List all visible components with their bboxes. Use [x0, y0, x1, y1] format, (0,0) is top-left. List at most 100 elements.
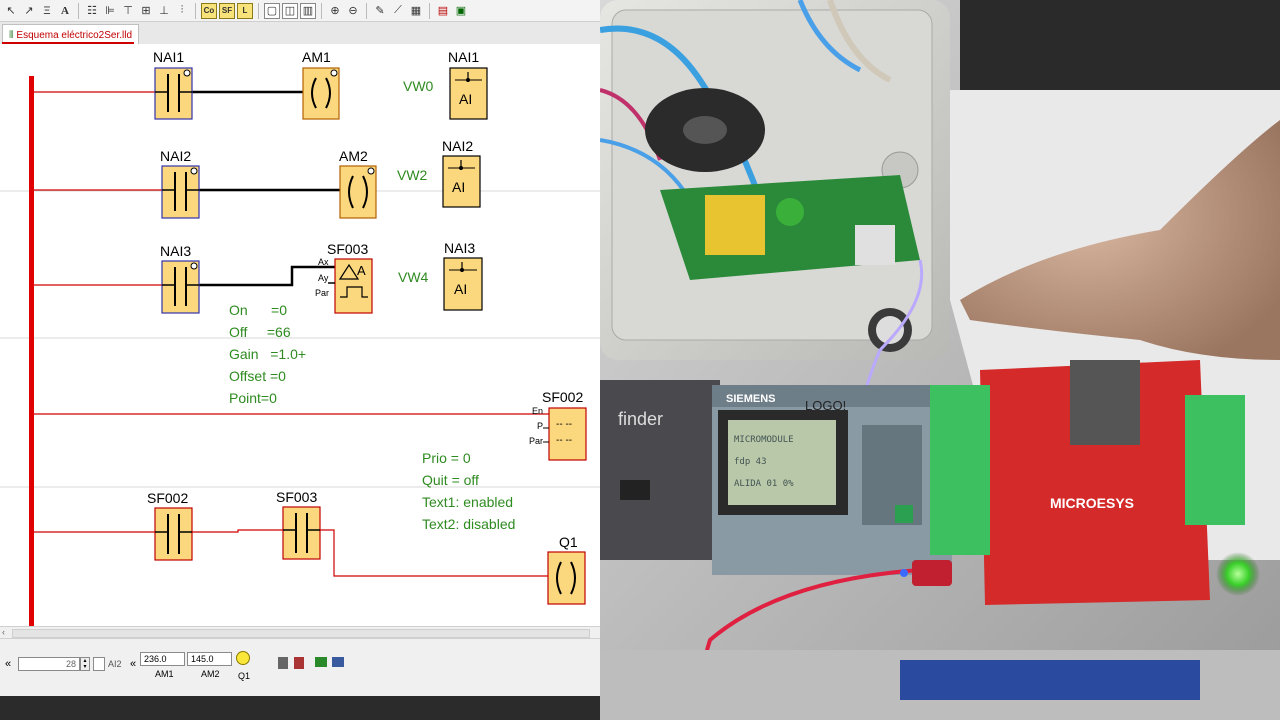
pin-par: Par [315, 288, 330, 298]
finder-label: finder [618, 409, 663, 429]
analog-input-nai1[interactable] [449, 67, 488, 120]
contact-label: NAI1 [153, 49, 185, 65]
horizontal-scrollbar[interactable]: ‹ [0, 626, 600, 639]
logo-soft-comfort-window: ↖ ↗ Ξ A ☷ ⊫ ⊤ ⊞ ⊥ ⫶ Co SF L ▢ ◫ ▥ ⊕ ⊖ ✎ … [0, 0, 600, 720]
list-icon[interactable] [332, 657, 344, 667]
wire-tool-icon[interactable]: ⟋ [394, 4, 402, 16]
microesys-label: MICROESYS [1050, 495, 1134, 511]
lcd-line-3: ALIDA 01 0% [734, 479, 794, 489]
l-block-icon[interactable]: L [237, 2, 253, 19]
ai-variable: VW2 [397, 167, 428, 183]
lcd-line-2: fdp 43 [734, 457, 767, 467]
q1-label: Q1 [238, 671, 251, 681]
lcd-line-1: MICROMODULE [734, 435, 794, 445]
sf003-param-offset: Offset =0 [229, 368, 286, 384]
contact-sf003[interactable] [282, 506, 321, 560]
pin-p: P [537, 421, 544, 431]
ai-block-label: NAI3 [444, 240, 476, 256]
sf002-display-line: -- -- [556, 435, 573, 446]
split-view-icon[interactable]: ▢ [264, 2, 280, 19]
align-top-icon[interactable]: ⊤ [123, 5, 133, 17]
simulation-toolbar: « 28 ▴▾ AI2 « 236.0 AM1 145.0 AM2 Q1 [0, 638, 600, 697]
sf002-param-text2: Text2: disabled [422, 516, 516, 532]
analog-input-nai2[interactable] [442, 155, 481, 208]
coil-q1[interactable] [547, 551, 586, 605]
hardware-camera-view: finder SIEMENS LOGO! MICROMODULE fdp 43 … [600, 0, 1280, 720]
am1-label: AM1 [155, 669, 174, 679]
ai-variable: VW4 [398, 269, 429, 285]
analog-slider-icon[interactable] [93, 657, 105, 671]
wire-active [199, 265, 335, 287]
align-center-icon[interactable]: ⊞ [141, 5, 151, 17]
align-bottom-icon[interactable]: ⊥ [159, 5, 169, 17]
stop-icon[interactable] [294, 657, 304, 669]
tab-diagram[interactable]: ⦀ Esquema eléctrico2Ser.lld [2, 24, 140, 45]
sf002-param-quit: Quit = off [422, 472, 479, 488]
sf-block-icon[interactable]: SF [219, 2, 235, 19]
align-icon[interactable]: ☷ [87, 5, 97, 17]
coil-am2[interactable] [339, 165, 377, 219]
zoom-in-icon[interactable]: ⊕ [330, 5, 340, 17]
record-icon[interactable] [278, 657, 288, 669]
table-icon[interactable] [315, 657, 327, 667]
contact-label: NAI3 [160, 243, 192, 259]
distribute-icon[interactable]: ⫶ [180, 4, 184, 16]
wire [320, 529, 548, 577]
pin-ay: Ay [318, 273, 329, 283]
align-left-icon[interactable]: ⊫ [105, 5, 115, 17]
ai-block-label: NAI1 [448, 49, 480, 65]
zoom-out-icon[interactable]: ⊖ [348, 5, 358, 17]
ladder-diagram-canvas[interactable]: NAI1 AM1 NAI1 VW0 AI NAI2 AM2 NAI2 VW2 A… [0, 44, 600, 626]
ai-block-text: AI [452, 179, 466, 195]
select-tool-icon[interactable]: ↖ [6, 5, 16, 17]
function-block-sf003[interactable] [328, 258, 373, 314]
coil-label: Q1 [559, 534, 578, 550]
contact-label: SF003 [276, 489, 318, 505]
coil-label: AM2 [339, 148, 368, 164]
scroll-left-icon[interactable]: ‹ [2, 627, 5, 637]
grid-icon[interactable]: ▦ [410, 5, 422, 17]
sf002-param-text1: Text1: enabled [422, 494, 514, 510]
analog-input-nai3[interactable] [443, 257, 483, 311]
hardware-photo: finder SIEMENS LOGO! MICROMODULE fdp 43 … [600, 0, 1280, 720]
sf002-display-line: -- -- [556, 419, 573, 430]
online-test-icon[interactable]: ▣ [455, 5, 467, 17]
coil-am1[interactable] [302, 67, 340, 120]
ladder-diagram [0, 67, 600, 626]
simulation-icon[interactable]: ▤ [437, 5, 449, 17]
pen-tool-icon[interactable]: ✎ [375, 5, 385, 17]
co-block-icon[interactable]: Co [201, 2, 217, 19]
connect-tool-icon[interactable]: ↗ [24, 5, 34, 17]
sf003-param-gain: Gain =1.0+ [229, 346, 307, 362]
taskbar-strip [0, 696, 600, 720]
split-horizontal-icon[interactable]: ◫ [282, 2, 298, 19]
wire [192, 529, 283, 533]
scrollbar-thumb[interactable] [12, 629, 590, 638]
block-label: SF003 [327, 241, 369, 257]
analog-value: 28 [65, 659, 76, 669]
contact-nai3[interactable] [161, 260, 200, 314]
sf003-param-on: On =0 [229, 302, 287, 318]
collapse-left-icon[interactable]: « [130, 658, 137, 670]
sf003-param-point: Point=0 [229, 390, 277, 406]
contact-sf002[interactable] [154, 507, 193, 561]
contact-label: NAI2 [160, 148, 192, 164]
contact-nai1[interactable] [154, 67, 193, 120]
split-vertical-icon[interactable]: ▥ [300, 2, 316, 19]
contact-nai2[interactable] [161, 165, 200, 219]
tab-title: Esquema eléctrico2Ser.lld [16, 29, 133, 41]
block-label: SF002 [542, 389, 584, 405]
text-tool-icon[interactable]: A [61, 4, 69, 17]
coil-label: AM1 [302, 49, 331, 65]
ai-block-text: AI [459, 91, 473, 107]
function-block-sf002[interactable] [543, 407, 587, 461]
pin-en: En [532, 406, 544, 416]
analog-spinner-icon[interactable]: ▴▾ [80, 657, 90, 671]
collapse-left-icon[interactable]: « [5, 658, 12, 670]
sf002-param-prio: Prio = 0 [422, 450, 471, 466]
analog-value-field[interactable]: 28 [18, 657, 80, 671]
analog-input-label: AI2 [108, 659, 122, 669]
constant-tool-icon[interactable]: Ξ [43, 4, 51, 17]
sf003-output-label: A [357, 263, 366, 278]
am2-label: AM2 [201, 669, 220, 679]
